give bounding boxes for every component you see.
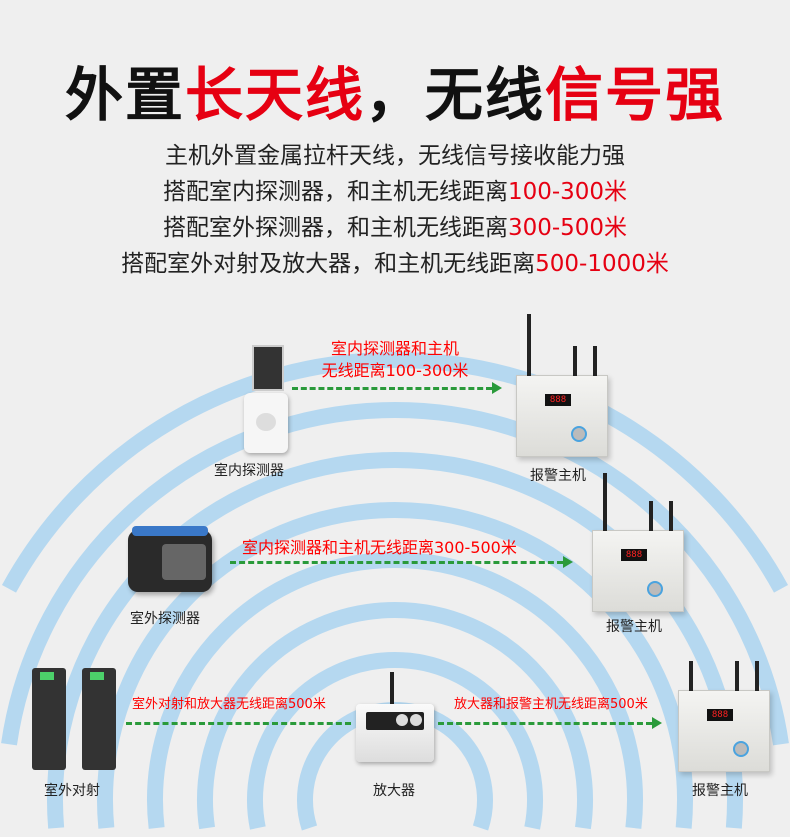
host-button: [571, 426, 587, 442]
indoor-detector-label: 室内探测器: [214, 463, 284, 479]
alarm-host-image: 888: [678, 661, 770, 772]
feature-line: 搭配室外对射及放大器，和主机无线距离500-1000米: [0, 246, 790, 282]
alarm-host-image: 888: [516, 314, 608, 457]
signal-wave-arc: [147, 552, 643, 829]
signal-line: [438, 722, 652, 725]
beam-sensor-label: 室外对射: [44, 783, 100, 799]
link-label-repeater: 放大器和报警主机无线距离500米: [454, 697, 648, 712]
link-label-line: 无线距离100-300米: [321, 361, 469, 380]
signal-line: [126, 722, 351, 725]
indoor-detector-image: [244, 345, 288, 453]
feature-line: 搭配室外探测器，和主机无线距离300-500米: [0, 210, 790, 246]
signal-wave-arc: [197, 602, 593, 830]
alarm-host-label: 报警主机: [692, 783, 748, 799]
link-label-outdoor: 室内探测器和主机无线距离300-500米: [242, 538, 517, 557]
outdoor-detector-label: 室外探测器: [130, 611, 200, 627]
signal-wave-arc: [1, 402, 789, 746]
repeater-image: [356, 672, 434, 762]
host-display: 888: [707, 709, 733, 721]
signal-wave-arc: [47, 452, 743, 829]
host-button: [733, 741, 749, 757]
host-display: 888: [545, 394, 571, 406]
headline: 外置长天线，无线信号强: [0, 48, 790, 132]
headline-part: 外置: [64, 61, 185, 129]
headline-highlight: 信号强: [545, 61, 726, 129]
signal-wave-arc: [1, 352, 789, 593]
link-label-indoor: 室内探测器和主机 无线距离100-300米: [310, 338, 480, 382]
beam-sensor-image: [32, 668, 132, 774]
outdoor-detector-image: [128, 526, 212, 592]
signal-line: [292, 387, 492, 390]
arrow-icon: [563, 556, 573, 568]
headline-part: ，无线: [365, 61, 546, 129]
feature-text: 搭配室内探测器，和主机无线距离: [162, 179, 508, 205]
feature-range: 500-1000米: [535, 251, 669, 277]
feature-text: 搭配室外探测器，和主机无线距离: [162, 215, 508, 241]
alarm-host-label: 报警主机: [530, 468, 586, 484]
host-button: [647, 581, 663, 597]
alarm-host-image: 888: [592, 473, 684, 612]
host-display: 888: [621, 549, 647, 561]
signal-wave-arc: [247, 652, 543, 830]
feature-text: 搭配室外对射及放大器，和主机无线距离: [121, 251, 536, 277]
feature-line: 主机外置金属拉杆天线，无线信号接收能力强: [0, 138, 790, 174]
feature-range: 100-300米: [507, 179, 628, 205]
headline-highlight: 长天线: [184, 61, 365, 129]
link-label-beam: 室外对射和放大器无线距离500米: [132, 697, 326, 712]
feature-text: 主机外置金属拉杆天线，无线信号接收能力强: [165, 143, 625, 169]
arrow-icon: [492, 382, 502, 394]
alarm-host-label: 报警主机: [606, 619, 662, 635]
repeater-label: 放大器: [373, 783, 415, 799]
signal-line: [230, 561, 563, 564]
feature-line: 搭配室内探测器，和主机无线距离100-300米: [0, 174, 790, 210]
feature-lines: 主机外置金属拉杆天线，无线信号接收能力强 搭配室内探测器，和主机无线距离100-…: [0, 138, 790, 282]
arrow-icon: [652, 717, 662, 729]
feature-range: 300-500米: [507, 215, 628, 241]
signal-wave-arc: [97, 502, 693, 829]
link-label-line: 室内探测器和主机: [330, 339, 459, 358]
